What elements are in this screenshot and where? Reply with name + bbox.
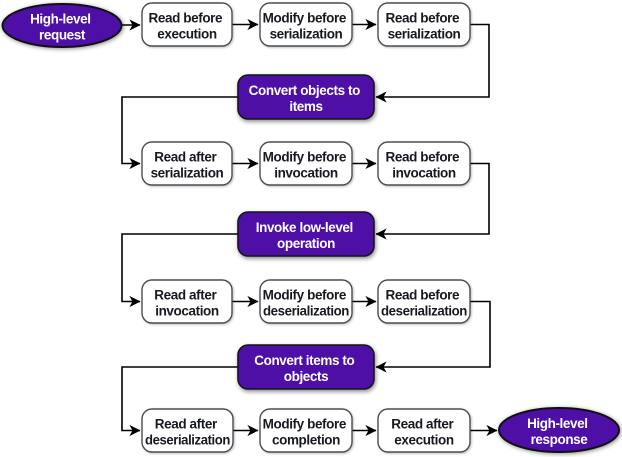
connector-convert-items-to-objects-to-read-after-deserialization <box>121 366 238 437</box>
convert-items-to-objects-box <box>237 344 375 390</box>
convert-objects-to-items-box <box>237 74 375 120</box>
read-after-execution-box <box>377 408 471 453</box>
node-modify-before-deserialization: Modify before deserialization <box>259 279 353 324</box>
read-before-execution-box <box>141 2 233 47</box>
read-before-serialization-box <box>377 2 471 47</box>
read-after-invocation-box <box>141 279 233 324</box>
read-after-deserialization-box <box>141 408 234 453</box>
read-before-deserialization-label: Read before deserialization <box>381 288 467 319</box>
modify-before-deserialization-label-line1: Modify before <box>263 288 347 303</box>
read-before-invocation-box <box>377 141 471 186</box>
response-label-line1: High-level <box>527 416 588 431</box>
convert-objects-to-items-label-line1: Convert objects to <box>249 83 360 98</box>
read-after-execution-label-line1: Read after <box>391 417 454 432</box>
modify-before-invocation-label: Modify before invocation <box>263 150 350 181</box>
request-label-line2: request <box>39 28 86 43</box>
read-before-invocation-label-line1: Read before <box>386 150 461 165</box>
high-level-response-label: High-level response <box>527 416 591 447</box>
node-read-before-deserialization: Read before deserialization <box>377 279 471 324</box>
node-high-level-response: High-level response <box>498 407 620 453</box>
high-level-request-ellipse <box>1 3 123 48</box>
invoke-low-level-operation-label-line1: Invoke low-level <box>256 220 353 235</box>
read-after-serialization-label: Read after serialization <box>151 150 224 181</box>
node-convert-objects-to-items: Convert objects to items <box>237 74 375 120</box>
connectors <box>121 18 498 437</box>
connector-invoke-low-level-operation-to-read-after-invocation <box>121 233 238 308</box>
node-read-after-execution: Read after execution <box>377 408 471 453</box>
read-before-serialization-label-line1: Read before <box>386 11 461 26</box>
convert-objects-to-items-label: Convert objects to items <box>249 83 364 114</box>
modify-before-serialization-label-line2: serialization <box>270 27 343 42</box>
node-invoke-low-level-operation: Invoke low-level operation <box>237 211 375 257</box>
read-before-invocation-label-line2: invocation <box>392 166 456 181</box>
node-read-after-serialization: Read after serialization <box>141 141 233 186</box>
read-before-serialization-label-line2: serialization <box>388 27 461 42</box>
invoke-low-level-operation-box <box>237 211 375 257</box>
modify-before-deserialization-label-line2: deserialization <box>263 304 349 319</box>
connector-read-before-invocation-to-invoke-low-level-operation <box>375 162 490 240</box>
modify-before-invocation-box <box>259 141 353 186</box>
convert-items-to-objects-label-line2: objects <box>284 369 328 384</box>
read-before-execution-label: Read before execution <box>149 11 226 42</box>
invoke-low-level-operation-label-line2: operation <box>277 236 335 251</box>
read-after-invocation-label-line2: invocation <box>155 304 219 319</box>
read-before-deserialization-box <box>377 279 471 324</box>
modify-before-serialization-label: Modify before serialization <box>263 11 350 42</box>
node-modify-before-invocation: Modify before invocation <box>259 141 353 186</box>
convert-items-to-objects-label: Convert items to objects <box>254 353 357 384</box>
connector-read-before-serialization-to-convert-objects-to-items <box>375 23 490 103</box>
read-after-serialization-box <box>141 141 233 186</box>
convert-items-to-objects-label-line1: Convert items to <box>254 353 354 368</box>
read-before-execution-label-line1: Read before <box>149 11 224 26</box>
read-after-execution-label: Read after execution <box>391 417 456 448</box>
read-after-invocation-label-line1: Read after <box>154 288 217 303</box>
read-after-serialization-label-line1: Read after <box>154 150 217 165</box>
read-before-deserialization-label-line1: Read before <box>386 288 461 303</box>
modify-before-deserialization-label: Modify before deserialization <box>263 288 350 319</box>
request-label-line1: High-level <box>30 12 91 27</box>
read-after-deserialization-label: Read after deserialization <box>145 417 230 448</box>
read-after-deserialization-label-line1: Read after <box>155 417 218 432</box>
read-after-execution-label-line2: execution <box>394 433 454 448</box>
modify-before-invocation-label-line1: Modify before <box>263 150 347 165</box>
modify-before-invocation-label-line2: invocation <box>274 166 338 181</box>
convert-objects-to-items-label-line2: items <box>289 99 322 114</box>
read-before-serialization-label: Read before serialization <box>386 11 463 42</box>
node-read-before-serialization: Read before serialization <box>377 2 471 47</box>
modify-before-serialization-label-line1: Modify before <box>263 11 347 26</box>
connector-read-before-deserialization-to-convert-items-to-objects <box>375 300 491 373</box>
read-after-invocation-label: Read after invocation <box>154 288 219 319</box>
read-before-invocation-label: Read before invocation <box>386 150 463 181</box>
modify-before-deserialization-box <box>259 279 353 324</box>
high-level-response-ellipse <box>498 407 620 453</box>
connector-convert-objects-to-items-to-read-after-serialization <box>121 96 238 170</box>
high-level-request-label: High-level request <box>30 12 94 43</box>
node-read-before-execution: Read before execution <box>141 2 233 47</box>
response-label-line2: response <box>531 432 589 447</box>
node-read-after-invocation: Read after invocation <box>141 279 233 324</box>
read-after-serialization-label-line2: serialization <box>151 166 224 181</box>
node-read-after-deserialization: Read after deserialization <box>141 408 234 453</box>
read-before-deserialization-label-line2: deserialization <box>381 304 467 319</box>
modify-before-completion-label-line2: completion <box>272 433 340 448</box>
modify-before-completion-label: Modify before completion <box>263 417 350 448</box>
node-read-before-invocation: Read before invocation <box>377 141 471 186</box>
modify-before-serialization-box <box>259 2 353 47</box>
read-before-execution-label-line2: execution <box>157 27 217 42</box>
node-modify-before-completion: Modify before completion <box>259 408 353 453</box>
invoke-low-level-operation-label: Invoke low-level operation <box>256 220 357 251</box>
read-after-deserialization-label-line2: deserialization <box>145 433 230 448</box>
node-modify-before-serialization: Modify before serialization <box>259 2 353 47</box>
node-convert-items-to-objects: Convert items to objects <box>237 344 375 390</box>
node-high-level-request: High-level request <box>1 3 123 48</box>
modify-before-completion-label-line1: Modify before <box>263 417 347 432</box>
modify-before-completion-box <box>259 408 353 453</box>
